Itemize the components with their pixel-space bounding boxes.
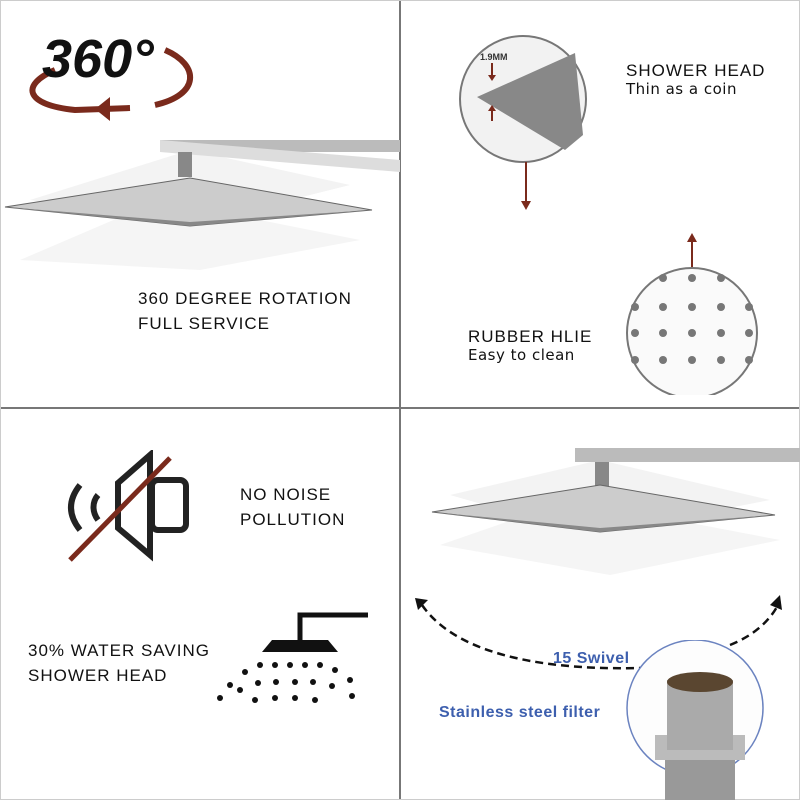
swivel-label: 15 Swivel (553, 650, 630, 667)
filter-zoom-image (626, 640, 764, 800)
shower-head-title: SHOWER HEAD (626, 61, 766, 80)
shower-head-swivel-image (431, 448, 800, 575)
shower-head-subtitle: Thin as a coin (626, 80, 737, 98)
rotation-line2: FULL SERVICE (138, 314, 270, 333)
water-saving-line1: 30% WATER SAVING (28, 641, 210, 660)
swivel-arrows-icon (415, 595, 782, 670)
rotation-line1: 360 DEGREE ROTATION (138, 289, 352, 308)
filter-label: Stainless steel filter (439, 704, 601, 721)
no-noise-text: NO NOISE POLLUTION (240, 482, 345, 532)
water-saving-text: 30% WATER SAVING SHOWER HEAD (28, 638, 210, 688)
water-saving-line2: SHOWER HEAD (28, 666, 168, 685)
shower-head-rotation-image (4, 140, 400, 270)
rubber-subtitle: Easy to clean (468, 346, 575, 364)
rotation-arrow-icon (29, 47, 194, 121)
no-noise-line2: POLLUTION (240, 510, 346, 529)
horizontal-divider (0, 407, 800, 409)
rotation-text: 360 DEGREE ROTATION FULL SERVICE (138, 286, 352, 336)
thin-edge-zoom-image: 1.9MM (459, 35, 587, 210)
rain-shower-icon (217, 612, 368, 703)
rubber-nozzle-zoom-image (626, 233, 758, 395)
360-badge: 360° (42, 29, 154, 89)
no-noise-line1: NO NOISE (240, 485, 332, 504)
thickness-label: 1.9MM (480, 52, 508, 62)
muted-speaker-icon (68, 450, 189, 562)
vertical-divider (399, 0, 401, 800)
rubber-title: RUBBER HLIE (468, 327, 593, 346)
